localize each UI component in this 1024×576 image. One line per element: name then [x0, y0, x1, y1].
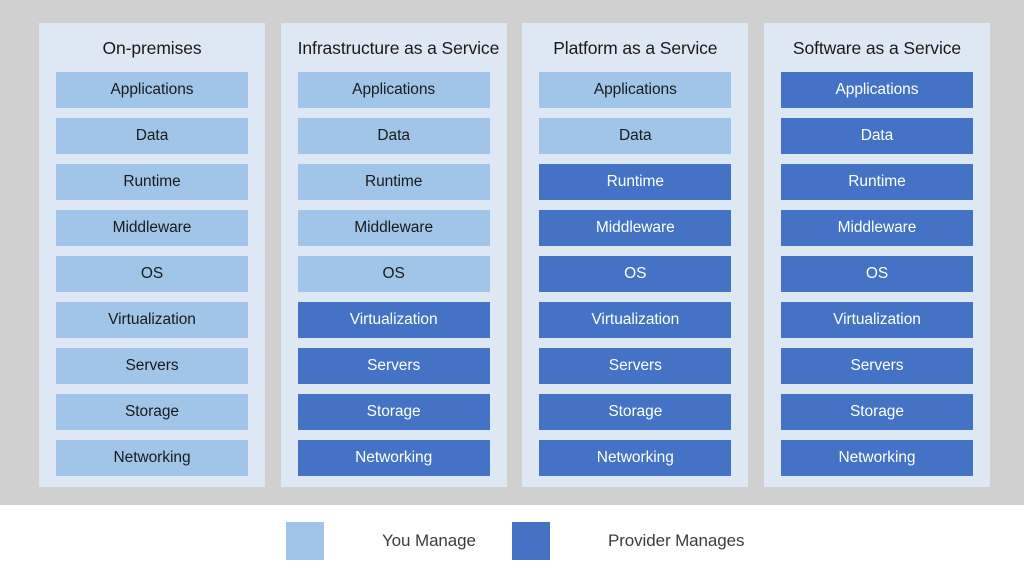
layer-cell: Storage — [297, 393, 490, 430]
legend-swatch-provider — [512, 521, 550, 560]
layer-cell: Storage — [780, 393, 973, 430]
legend-item: You Manage — [286, 505, 476, 576]
layer-cell: Servers — [56, 347, 248, 384]
layer-cell: Virtualization — [780, 301, 973, 338]
layer-cell: Virtualization — [297, 301, 490, 338]
layer-cell: Applications — [539, 71, 732, 108]
layer-cell: Networking — [297, 439, 490, 476]
column-title: Platform as a Service — [553, 38, 718, 58]
layer-cell: Storage — [539, 393, 732, 430]
layer-cell: Data — [780, 117, 973, 154]
layer-cell: OS — [780, 255, 973, 292]
column-title: On-premises — [102, 38, 202, 58]
layer-cell: OS — [539, 255, 732, 292]
layer-cell: Runtime — [539, 163, 732, 200]
layer-cell: Data — [56, 117, 248, 154]
layer-cell: Virtualization — [539, 301, 732, 338]
layer-cell: Runtime — [56, 163, 248, 200]
layer-cell: OS — [56, 255, 248, 292]
layer-cell: Networking — [780, 439, 973, 476]
layer-cell: Runtime — [297, 163, 490, 200]
layer-cell: Middleware — [297, 209, 490, 246]
layer-cell: Servers — [297, 347, 490, 384]
layer-cell: Applications — [56, 71, 248, 108]
layer-cell: Networking — [539, 439, 732, 476]
column-title: Software as a Service — [792, 38, 962, 58]
layer-cell: Servers — [780, 347, 973, 384]
layer-cell: Runtime — [780, 163, 973, 200]
layer-cell: Data — [539, 117, 732, 154]
layer-cell: Applications — [297, 71, 490, 108]
legend-label: Provider Manages — [608, 530, 745, 550]
legend-label: You Manage — [382, 530, 476, 550]
layer-cell: Data — [297, 117, 490, 154]
layer-cell: Virtualization — [56, 301, 248, 338]
legend-item: Provider Manages — [512, 505, 744, 576]
layer-cell: Servers — [539, 347, 732, 384]
layer-cell: Applications — [780, 71, 973, 108]
layer-cell: Middleware — [780, 209, 973, 246]
legend-swatch-you — [286, 521, 324, 560]
column-title: Infrastructure as a Service — [297, 38, 500, 58]
layer-cell: Middleware — [539, 209, 732, 246]
legend: You Manage Provider Manages — [0, 505, 1024, 576]
layer-cell: Middleware — [56, 209, 248, 246]
layer-cell: OS — [297, 255, 490, 292]
layer-cell: Storage — [56, 393, 248, 430]
layer-cell: Networking — [56, 439, 248, 476]
